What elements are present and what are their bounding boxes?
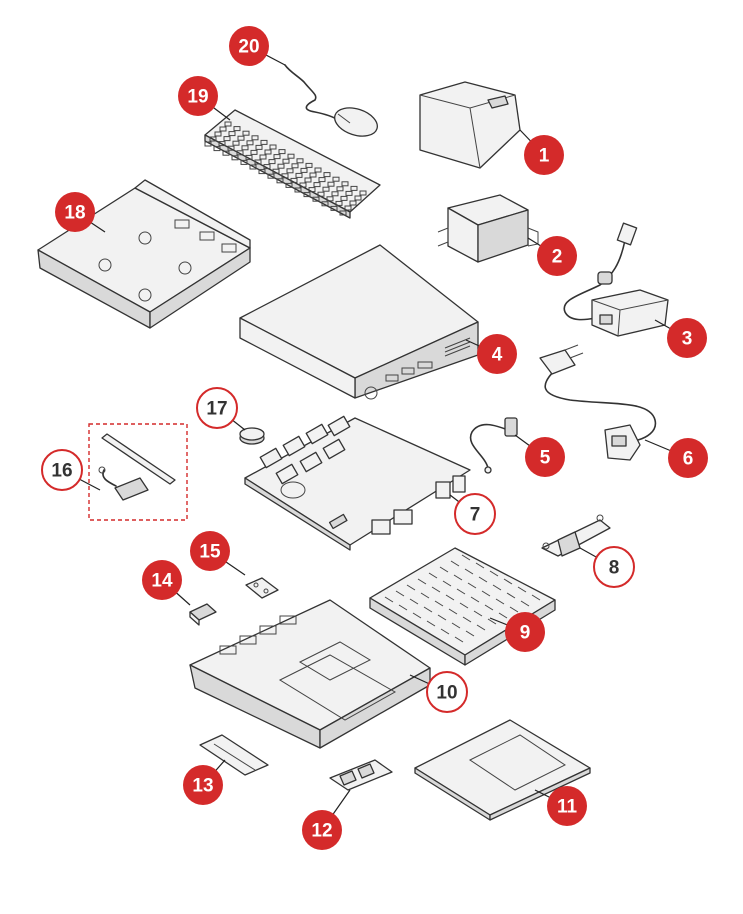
callout-circle-8 [593, 546, 635, 588]
callout-label-5: 5 [540, 448, 551, 469]
callout-4: 4 [477, 334, 517, 374]
callout-label-13: 13 [192, 776, 213, 797]
callout-17: 17 [196, 387, 238, 429]
callout-label-19: 19 [187, 87, 208, 108]
callout-label-1: 1 [539, 146, 550, 167]
callout-circle-7 [454, 493, 496, 535]
callout-18: 18 [55, 192, 95, 232]
wifi-card-icon [245, 577, 279, 599]
callout-20: 20 [229, 26, 269, 66]
small-bracket-icon [541, 514, 611, 557]
callout-label-20: 20 [238, 37, 259, 58]
callout-11: 11 [547, 786, 587, 826]
callout-12: 12 [302, 810, 342, 850]
bracket-icon [437, 194, 539, 263]
callout-label-6: 6 [683, 449, 694, 470]
callout-5: 5 [525, 437, 565, 477]
callout-label-18: 18 [64, 203, 85, 224]
callout-9: 9 [505, 612, 545, 652]
system-board-icon [244, 415, 471, 551]
callout-circle-4 [477, 334, 517, 374]
callout-label-3: 3 [682, 329, 693, 350]
callout-19: 19 [178, 76, 218, 116]
callout-label-2: 2 [552, 247, 563, 268]
antenna-icon [88, 423, 188, 521]
small-part-icon [189, 603, 217, 626]
callout-label-11: 11 [557, 797, 578, 818]
callout-circle-1 [524, 135, 564, 175]
callout-7: 7 [454, 493, 496, 535]
callout-circle-3 [667, 318, 707, 358]
callout-label-10: 10 [436, 683, 457, 704]
power-adapter-icon [563, 222, 669, 337]
callout-circle-16 [41, 449, 83, 491]
callout-label-17: 17 [206, 399, 227, 420]
callout-circle-15 [190, 531, 230, 571]
callout-13: 13 [183, 765, 223, 805]
small-cable-icon [469, 417, 518, 474]
callout-3: 3 [667, 318, 707, 358]
callout-circle-19 [178, 76, 218, 116]
bottom-cover-icon [414, 719, 591, 821]
callout-circle-13 [183, 765, 223, 805]
callout-16: 16 [41, 449, 83, 491]
callout-label-14: 14 [151, 571, 173, 592]
callout-circle-10 [426, 671, 468, 713]
ssd-icon [199, 734, 269, 776]
callout-circle-17 [196, 387, 238, 429]
callout-label-9: 9 [520, 623, 531, 644]
stand-icon [419, 81, 521, 169]
callout-circle-12 [302, 810, 342, 850]
callout-6: 6 [668, 438, 708, 478]
callout-circle-2 [537, 236, 577, 276]
callout-label-7: 7 [470, 505, 481, 526]
callout-circle-20 [229, 26, 269, 66]
callout-1: 1 [524, 135, 564, 175]
callout-circle-18 [55, 192, 95, 232]
keyboard-icon [204, 109, 381, 219]
callout-8: 8 [593, 546, 635, 588]
callout-2: 2 [537, 236, 577, 276]
callout-circle-6 [668, 438, 708, 478]
callout-circle-5 [525, 437, 565, 477]
callout-label-12: 12 [311, 821, 332, 842]
memory-module-icon [329, 759, 393, 791]
callout-circle-14 [142, 560, 182, 600]
callout-label-4: 4 [492, 345, 503, 366]
power-cord-icon [539, 344, 657, 461]
coin-cell-battery-icon [239, 427, 265, 445]
callout-circle-9 [505, 612, 545, 652]
callout-14: 14 [142, 560, 182, 600]
callout-label-16: 16 [51, 461, 72, 482]
callout-label-8: 8 [609, 558, 620, 579]
computer-cover-icon [239, 244, 479, 400]
callout-10: 10 [426, 671, 468, 713]
callout-label-15: 15 [199, 542, 221, 563]
callout-circle-11 [547, 786, 587, 826]
callout-15: 15 [190, 531, 230, 571]
mouse-icon [284, 64, 378, 137]
